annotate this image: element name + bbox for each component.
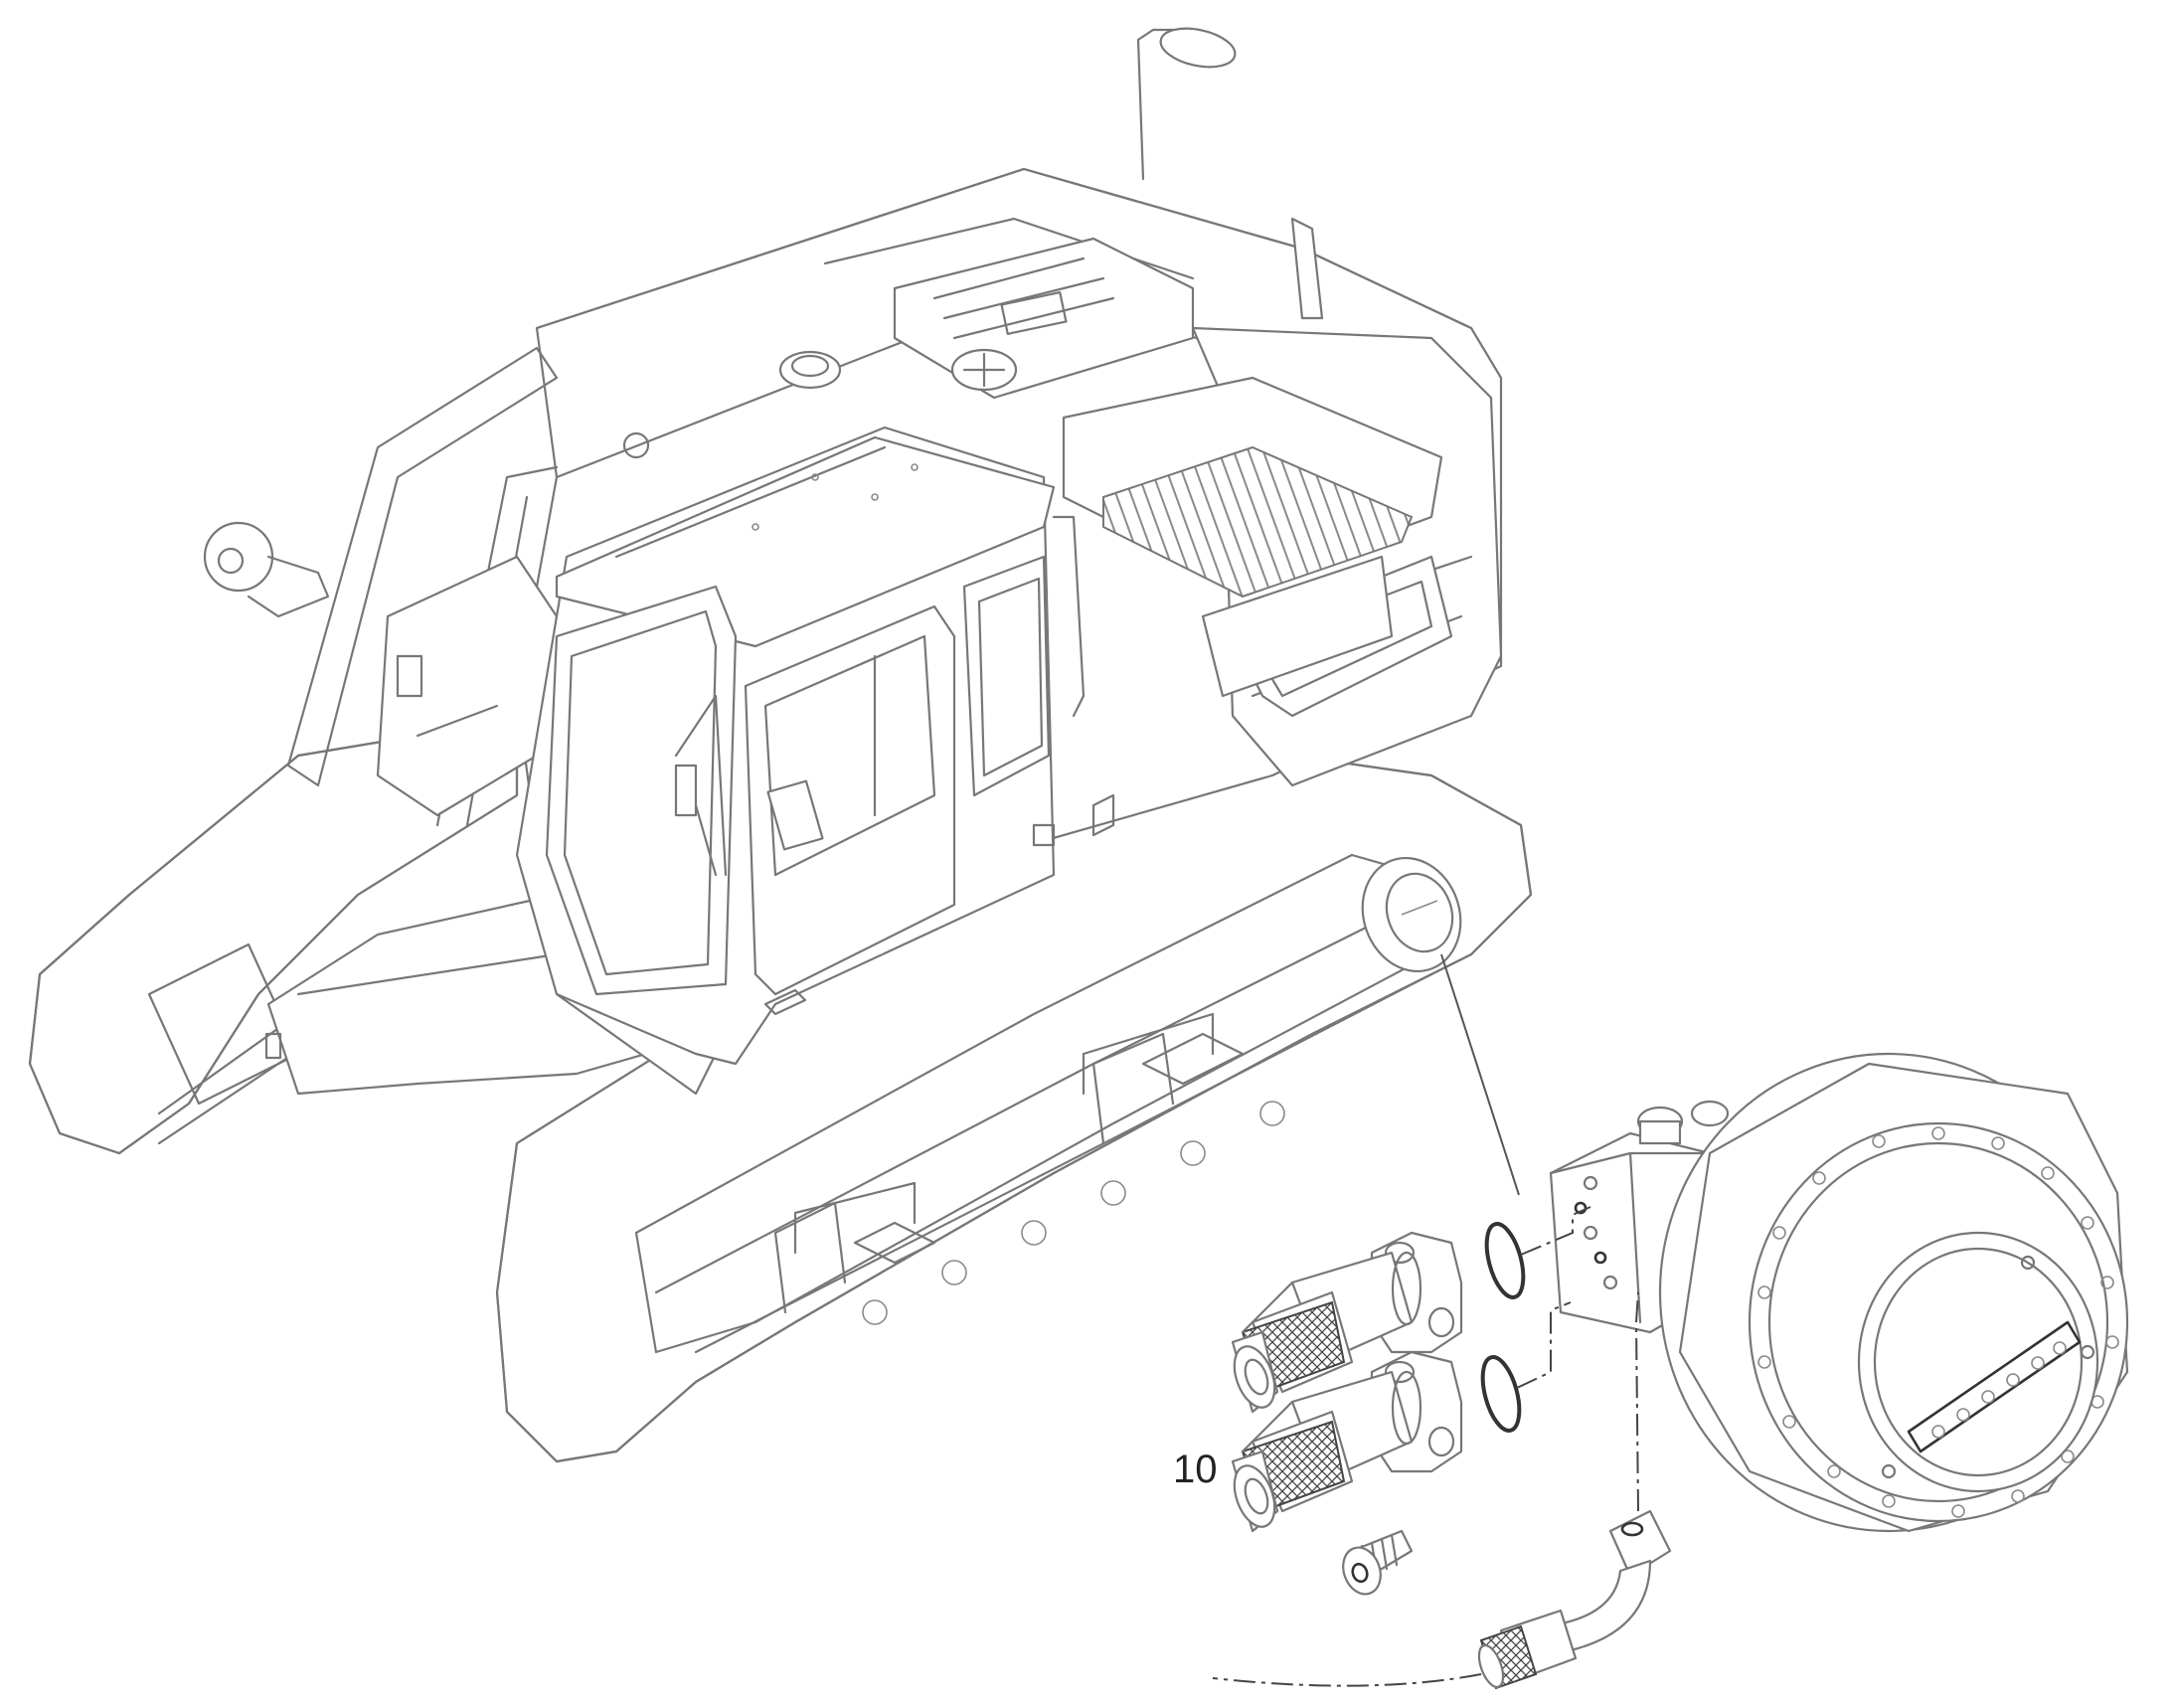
- crawler-excavator: [28, 27, 1533, 1463]
- o-ring-lower: [1480, 1355, 1522, 1433]
- o-ring-upper: [1484, 1222, 1526, 1299]
- socket-head-cap-screw: [1342, 1529, 1414, 1596]
- hose-with-flange-upper: [1231, 1231, 1463, 1414]
- assembly-centerlines: [1212, 1206, 1639, 1687]
- callout-item-10: 10: [1173, 1448, 1218, 1491]
- leader-line: [1440, 953, 1520, 1196]
- travel-drive-gearbox: [1549, 1052, 2129, 1533]
- cab: [515, 426, 1394, 1066]
- hose-with-flange-lower: [1231, 1350, 1463, 1533]
- elbow-hose-fitting: [1477, 1509, 1672, 1690]
- right-track: [495, 754, 1533, 1463]
